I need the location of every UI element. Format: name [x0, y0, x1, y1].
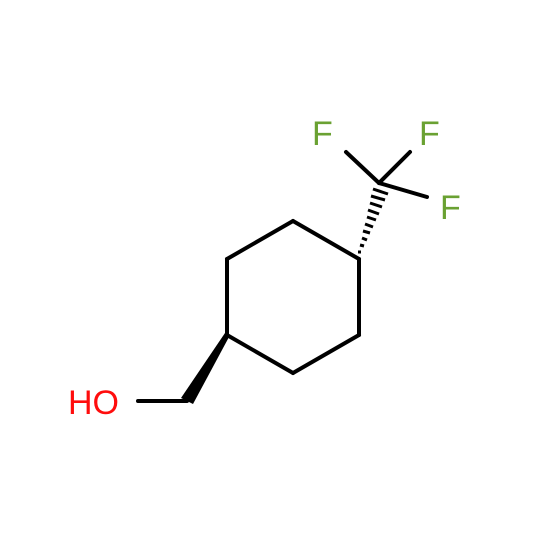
cyclohexane-ring: [225, 219, 361, 375]
cf-bond-right: [377, 181, 429, 199]
ring-bond-3: [291, 333, 361, 375]
ring-bond-6: [225, 219, 295, 261]
ring-bond-1: [291, 219, 361, 261]
hash-bond: [358, 187, 389, 254]
fluorine-label-right: F: [440, 189, 461, 227]
wedge-bond: [181, 333, 229, 404]
cf-bonds: [344, 150, 429, 199]
cf-bond-top-left: [344, 150, 381, 185]
fluorine-label-top-left: F: [312, 115, 333, 153]
cf-bond-top-right: [377, 150, 412, 185]
fluorine-label-top-right: F: [419, 115, 440, 153]
ring-bond-4: [225, 333, 295, 375]
hydroxyl-label: HO: [68, 384, 119, 422]
